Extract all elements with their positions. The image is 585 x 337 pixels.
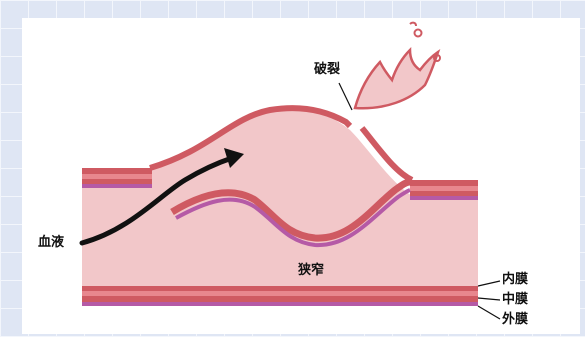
media-pointer xyxy=(478,298,500,300)
intima-label: 内膜 xyxy=(502,273,528,287)
intima-pointer xyxy=(478,281,500,286)
debris-dot xyxy=(415,30,422,37)
rupture-pointer xyxy=(339,83,352,110)
adventitia-label: 外膜 xyxy=(502,313,528,327)
artery-lumen xyxy=(82,108,478,298)
stenosis-label: 狭窄 xyxy=(298,264,324,278)
adventitia-pointer xyxy=(478,306,500,319)
bottom-wall xyxy=(82,286,478,306)
rupture-fragment xyxy=(355,50,438,108)
blood-label: 血液 xyxy=(38,236,64,250)
media-label: 中膜 xyxy=(502,293,528,307)
upper-wall-right xyxy=(410,180,478,200)
rupture-label: 破裂 xyxy=(314,63,340,77)
upper-wall-left xyxy=(82,168,152,188)
